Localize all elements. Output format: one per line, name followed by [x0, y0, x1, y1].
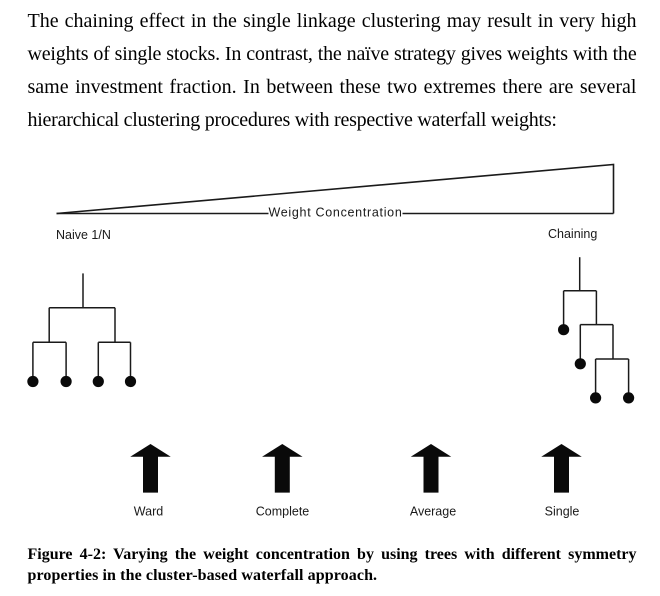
svg-text:Naive 1/N: Naive 1/N	[56, 228, 111, 242]
svg-text:Single: Single	[545, 505, 580, 519]
svg-text:Average: Average	[410, 505, 456, 519]
svg-text:Complete: Complete	[256, 505, 310, 519]
svg-text:Weight Concentration: Weight Concentration	[269, 206, 403, 220]
svg-text:Ward: Ward	[134, 505, 163, 519]
svg-text:Chaining: Chaining	[548, 227, 597, 241]
